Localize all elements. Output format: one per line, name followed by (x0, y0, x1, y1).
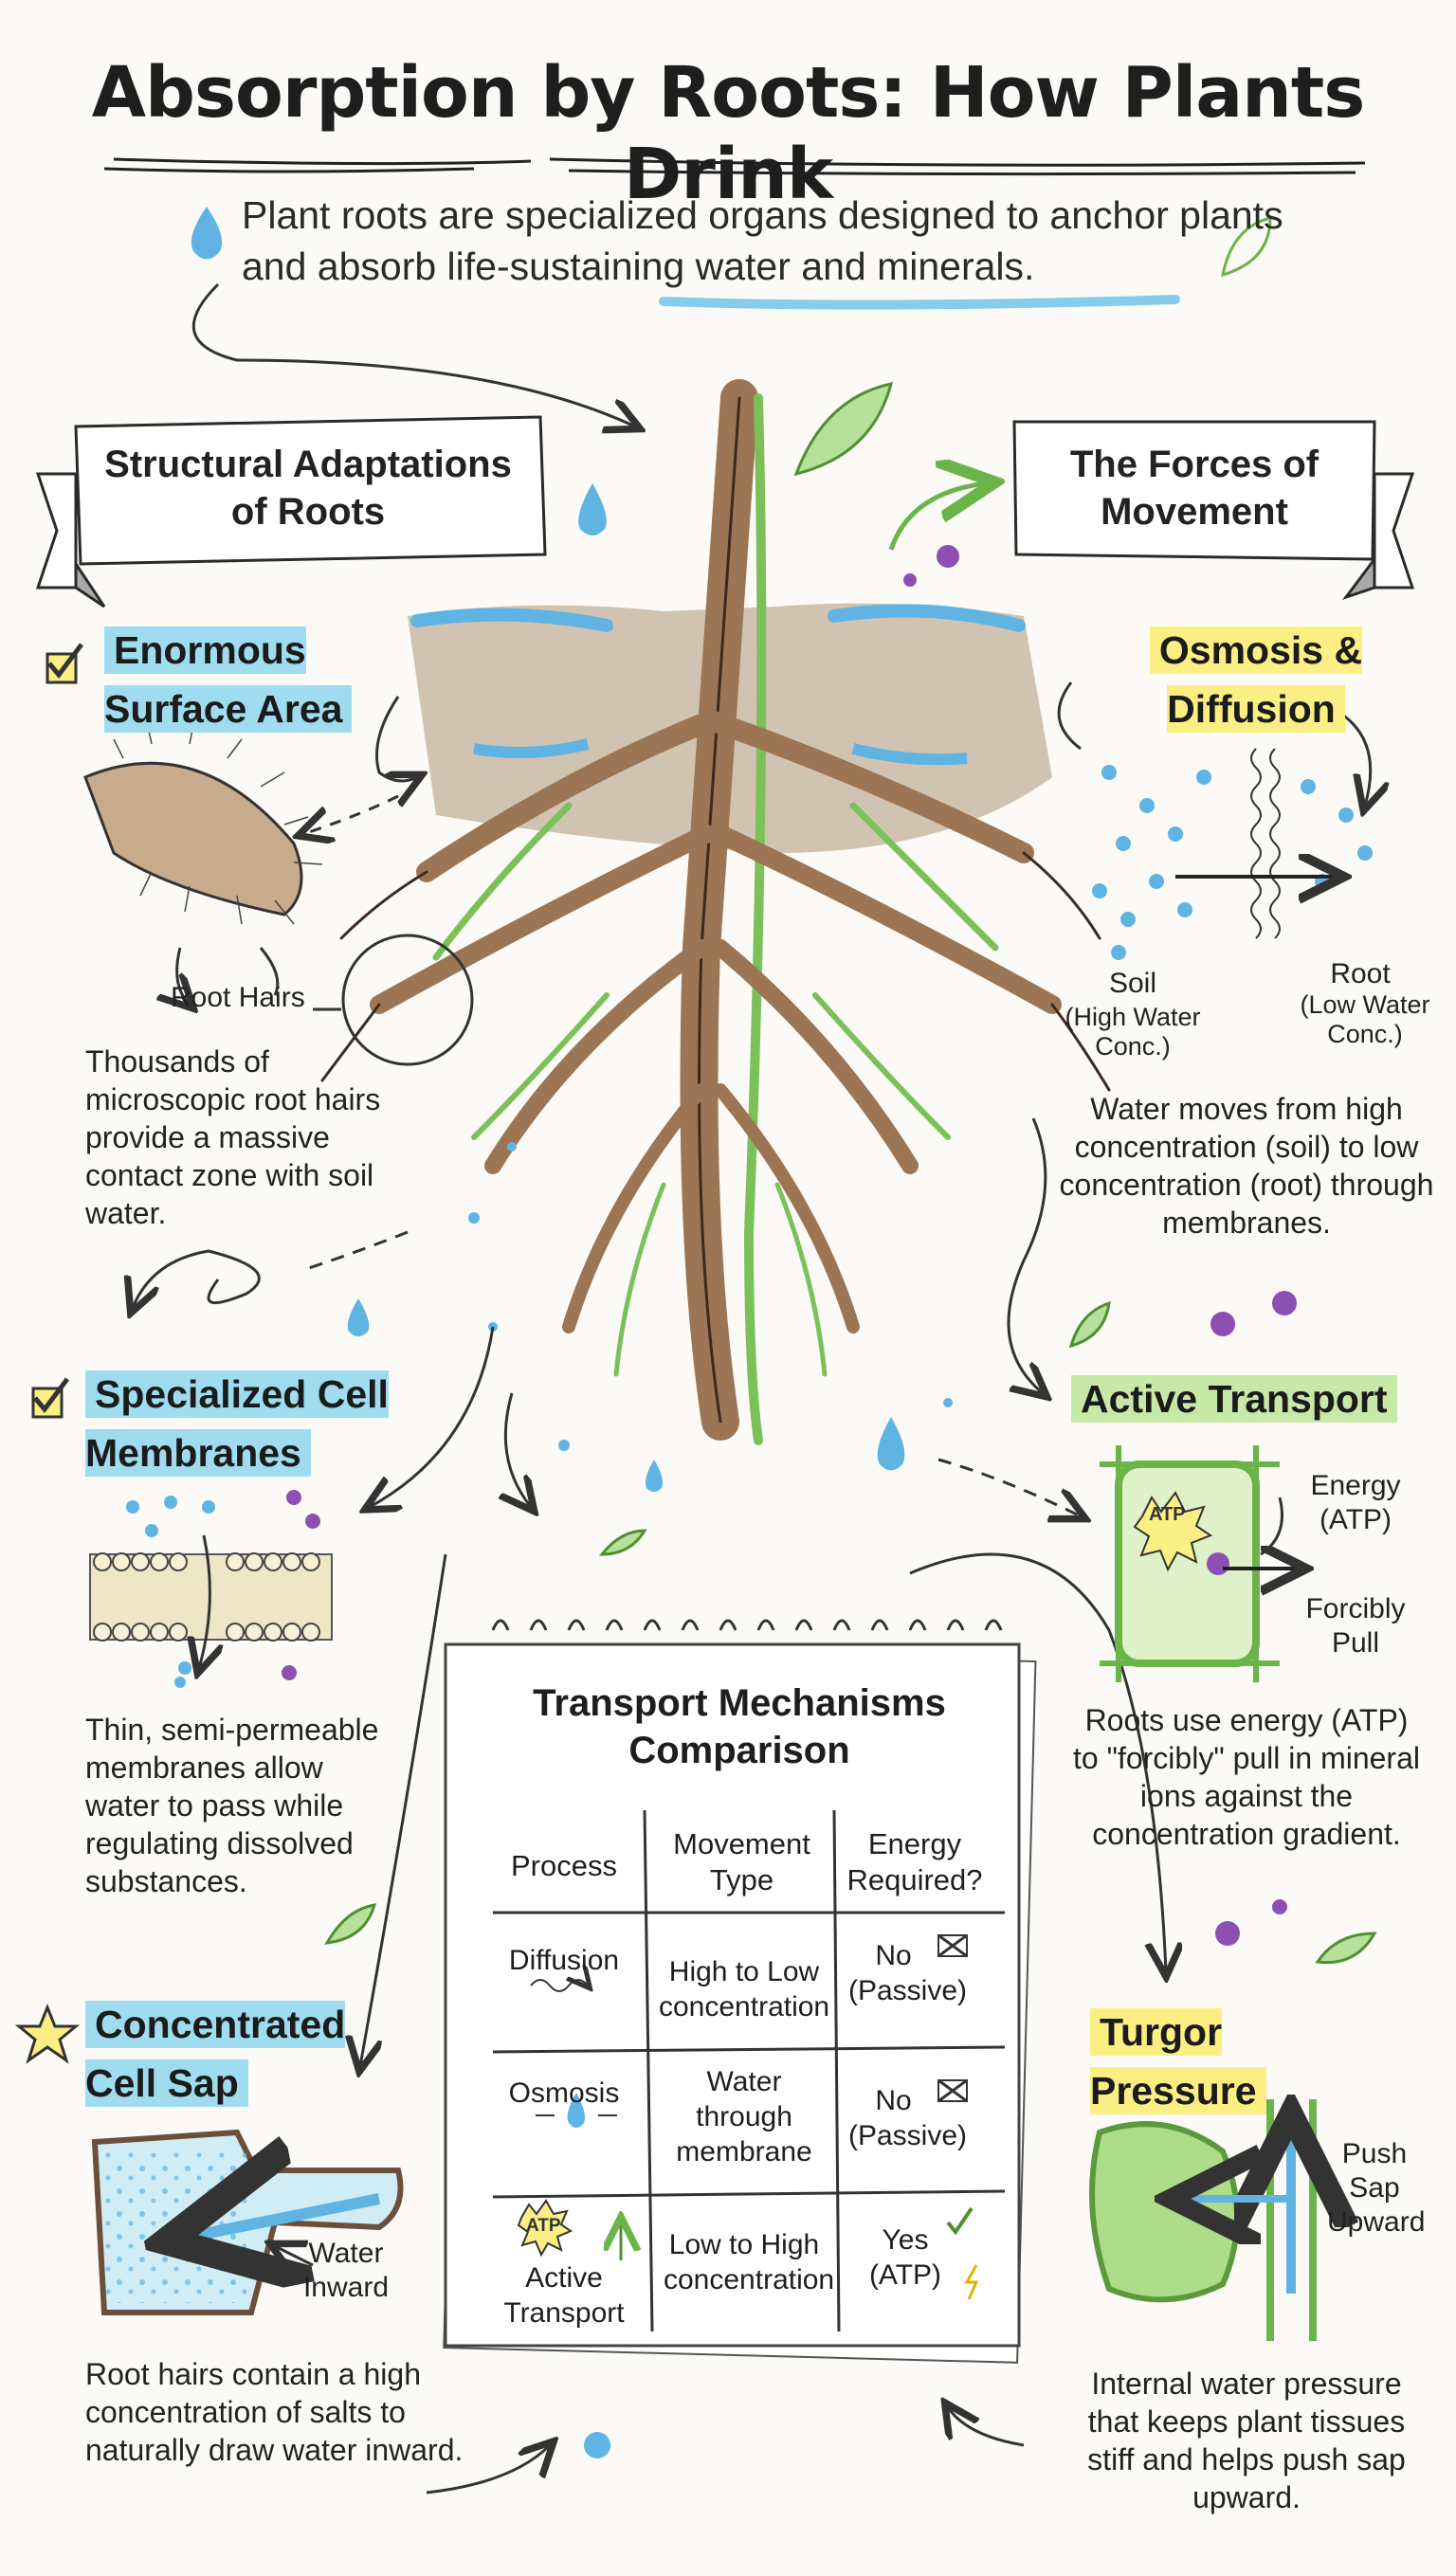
turgor-heading: Turgor Pressure (1090, 2007, 1403, 2125)
header-energy: Energy Required? (846, 1827, 983, 1896)
leaf-icon (1221, 216, 1272, 278)
ions (903, 545, 1297, 1946)
row-energy: No (Passive) (848, 2085, 968, 2151)
row-movement: Water through membrane (676, 2066, 812, 2168)
row-movement: Low to High concentration (664, 2229, 835, 2295)
active-transport-description: Roots use energy (ATP) to "forcibly" pul… (1073, 1703, 1420, 1851)
atp-badge: ATP (526, 2216, 561, 2236)
cell-sap-illustration (91, 2129, 404, 2315)
push-sap-label: Push Sap Upward (1327, 2138, 1426, 2238)
root-hair-illustration (83, 719, 323, 1005)
turgor-illustration (1089, 2099, 1313, 2341)
magnifier-circle (341, 934, 474, 1066)
membranes-description: Thin, semi-permeable membranes allow wat… (85, 1713, 379, 1898)
cell-sap-description: Root hairs contain a high concentration … (85, 2357, 464, 2467)
root-system (320, 379, 1111, 1445)
soil-sublabel: (High Water Conc.) (1065, 1003, 1201, 1061)
row-energy: No (Passive) (848, 1940, 968, 2006)
right-banner-title: The Forces of Movement (1069, 444, 1320, 533)
osmosis-description: Water moves from high concentration (soi… (1059, 1092, 1434, 1240)
left-banner-title: Structural Adaptations of Roots (104, 444, 512, 533)
cell-sap-heading: Concentrated Cell Sap (85, 2001, 346, 2107)
membrane-illustration (89, 1490, 333, 1688)
row-process: Active Transport (503, 2262, 625, 2329)
atp-badge: ATP (1149, 1504, 1186, 1525)
membranes-heading: Specialized Cell Membranes (85, 1370, 389, 1477)
title-underline (103, 157, 1366, 176)
water-inward-label: Water Inward (302, 2238, 390, 2303)
star-icon (14, 2003, 81, 2064)
surface-area-heading: Enormous Surface Area (104, 626, 379, 743)
notebook-shape (443, 1619, 1037, 2364)
osmosis-heading: Osmosis & Diffusion (1138, 626, 1374, 743)
turgor-description: Internal water pressure that keeps plant… (1087, 2367, 1406, 2514)
water-drops (347, 483, 953, 2458)
row-movement: High to Low concentration (659, 1956, 830, 2023)
flow-arrow (888, 483, 986, 551)
forcibly-pull-label: Forcibly Pull (1305, 1593, 1406, 1659)
header-process: Process (511, 1849, 617, 1882)
water-drop-icon (191, 207, 223, 260)
page-title: Absorption by Roots: How Plants Drink (91, 52, 1366, 215)
checkbox-icon (31, 643, 83, 1419)
sprout-leaf (793, 382, 894, 477)
intro-text: Plant roots are specialized organs desig… (242, 193, 1283, 288)
surface-area-description: Thousands of microscopic root hairs prov… (85, 1044, 381, 1230)
intro-arrow (191, 282, 635, 426)
active-transport-illustration (1100, 1445, 1299, 1682)
root-sublabel: (Low Water Conc.) (1300, 990, 1430, 1048)
root-label: Root (1330, 958, 1391, 989)
header-movement: Movement Type (673, 1827, 810, 1896)
osmosis-illustration (1092, 748, 1373, 960)
left-banner-shape (35, 415, 547, 608)
soil-label: Soil (1108, 968, 1157, 999)
row-process: Diffusion (508, 1945, 620, 1976)
right-banner-shape (1012, 420, 1415, 600)
intro-highlight (659, 295, 1180, 310)
leaf-icons (324, 1300, 1377, 1965)
connector-arrows (133, 681, 1371, 2494)
row-energy: Yes (ATP) (868, 2224, 942, 2291)
row-process: Osmosis (508, 2077, 620, 2109)
energy-atp-label: Energy (ATP) (1310, 1470, 1401, 1535)
active-transport-heading: Active Transport (1071, 1374, 1403, 1433)
root-hairs-label: Root Hairs (171, 982, 305, 1013)
table-title: Transport Mechanisms Comparison (533, 1682, 946, 1771)
